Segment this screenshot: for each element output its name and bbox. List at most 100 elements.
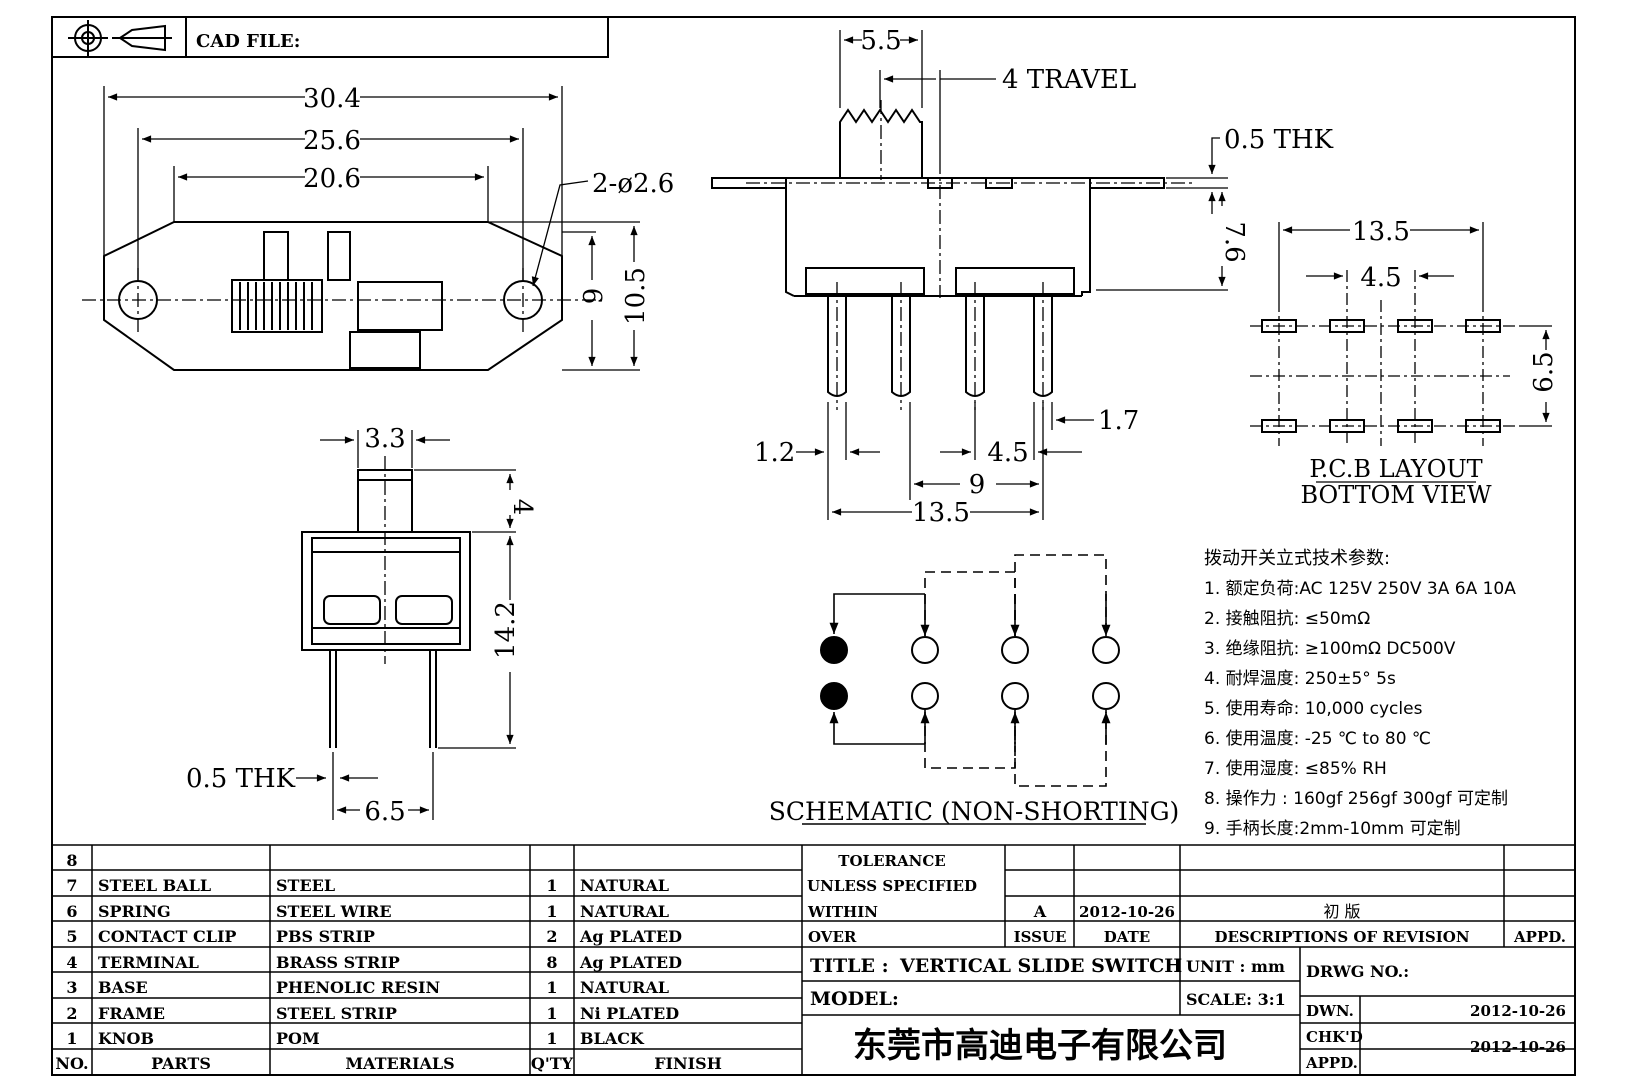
table-row-material: STEEL WIRE bbox=[276, 902, 392, 921]
table-header-no: NO. bbox=[55, 1054, 88, 1073]
date-label: DATE bbox=[1104, 928, 1150, 946]
title-block: TOLERANCE UNLESS SPECIFIED WITHIN OVER A… bbox=[807, 852, 1566, 1072]
sheet-border bbox=[51, 16, 1576, 1076]
table-row-no: 3 bbox=[66, 978, 77, 997]
dwn-label: DWN. bbox=[1306, 1002, 1354, 1020]
dim-14-2: 14.2 bbox=[491, 601, 521, 659]
table-row-finish: Ag PLATED bbox=[579, 953, 682, 972]
table-header-qty: Q'TY bbox=[531, 1054, 574, 1073]
table-row-material: PHENOLIC RESIN bbox=[276, 978, 440, 997]
dim-1-7: 1.7 bbox=[1098, 406, 1139, 436]
table-row-part: SPRING bbox=[98, 902, 171, 921]
dim-4-5-pcb: 4.5 bbox=[1360, 263, 1401, 293]
chkd-label: CHK'D bbox=[1306, 1028, 1363, 1046]
table-row-part: TERMINAL bbox=[98, 953, 199, 972]
table-row-no: 2 bbox=[66, 1004, 77, 1023]
spec-item: 6. 使用温度: -25 ℃ to 80 ℃ bbox=[1204, 728, 1431, 749]
tech-spec-list: 拨动开关立式技术参数: 1. 额定负荷:AC 125V 250V 3A 6A 1… bbox=[1204, 548, 1516, 839]
table-row-finish: NATURAL bbox=[580, 902, 669, 921]
dim-13-5-front: 13.5 bbox=[912, 498, 970, 528]
table-row-finish: NATURAL bbox=[580, 978, 669, 997]
table-row-material: POM bbox=[276, 1029, 320, 1048]
header-box bbox=[51, 16, 609, 58]
dwn-date: 2012-10-26 bbox=[1470, 1002, 1566, 1020]
table-row-material: PBS STRIP bbox=[276, 927, 375, 946]
schematic-title: SCHEMATIC (NON-SHORTING) bbox=[769, 797, 1180, 826]
table-header-parts: PARTS bbox=[151, 1054, 211, 1073]
table-row-qty: 8 bbox=[546, 953, 557, 972]
table-row-no: 4 bbox=[66, 953, 77, 972]
appd-sign-label: APPD. bbox=[1305, 1054, 1358, 1072]
table-row-qty: 1 bbox=[546, 902, 557, 921]
table-row-material: STEEL bbox=[276, 876, 335, 895]
table-row-qty: 2 bbox=[546, 927, 557, 946]
table-row-finish: Ni PLATED bbox=[580, 1004, 679, 1023]
within-label: WITHIN bbox=[807, 903, 878, 921]
table-header-finish: FINISH bbox=[654, 1054, 722, 1073]
dim-20-6: 20.6 bbox=[303, 164, 361, 194]
bottom-view-label: BOTTOM VIEW bbox=[1300, 481, 1491, 509]
top-view bbox=[103, 221, 563, 371]
table-row-qty: 1 bbox=[546, 1004, 557, 1023]
drawing-title: VERTICAL SLIDE SWITCH bbox=[899, 955, 1182, 977]
dim-1-2: 1.2 bbox=[754, 438, 795, 468]
unless-specified-label: UNLESS SPECIFIED bbox=[807, 877, 977, 895]
table-row-part: KNOB bbox=[98, 1029, 154, 1048]
dim-3-3: 3.3 bbox=[364, 424, 405, 454]
spec-item: 5. 使用寿命: 10,000 cycles bbox=[1204, 698, 1423, 719]
table-row-material: STEEL STRIP bbox=[276, 1004, 397, 1023]
table-row-part: BASE bbox=[98, 978, 148, 997]
title-block-grid bbox=[802, 844, 1575, 1075]
table-row-part: FRAME bbox=[98, 1004, 165, 1023]
date-value: 2012-10-26 bbox=[1079, 903, 1175, 921]
spec-item: 3. 绝缘阻抗: ≥100mΩ DC500V bbox=[1204, 639, 1456, 659]
table-row-no: 5 bbox=[66, 927, 77, 946]
projection-symbol-icon bbox=[68, 20, 172, 56]
table-row-qty: 1 bbox=[546, 1029, 557, 1048]
dim-5-5: 5.5 bbox=[860, 26, 901, 56]
table-row-material: BRASS STRIP bbox=[276, 953, 400, 972]
table-row-no: 1 bbox=[66, 1029, 77, 1048]
dim-13-5-pcb: 13.5 bbox=[1352, 217, 1410, 247]
appd-label: APPD. bbox=[1513, 928, 1566, 946]
dim-0-5-thk-front: 0.5 THK bbox=[1224, 125, 1334, 155]
dim-9-side: 9 bbox=[579, 288, 609, 305]
over-label: OVER bbox=[808, 928, 857, 946]
table-row-finish: BLACK bbox=[580, 1029, 645, 1048]
dim-7-6: 7.6 bbox=[1219, 221, 1249, 262]
spec-item: 4. 耐焊温度: 250±5° 5s bbox=[1204, 669, 1396, 689]
centerlines-top bbox=[82, 268, 602, 332]
unit-label: UNIT : mm bbox=[1186, 957, 1285, 976]
spec-title: 拨动开关立式技术参数: bbox=[1204, 548, 1390, 569]
dim-9-front: 9 bbox=[969, 470, 986, 500]
company-name: 东莞市高迪电子有限公司 bbox=[853, 1026, 1227, 1066]
side-view bbox=[301, 469, 471, 748]
dim-hole-dia: 2-ø2.6 bbox=[592, 169, 674, 199]
table-row-no: 8 bbox=[66, 851, 77, 870]
parts-table-grid bbox=[52, 844, 803, 1075]
spec-item: 9. 手柄长度:2mm-10mm 可定制 bbox=[1204, 819, 1461, 839]
issue-value: A bbox=[1033, 902, 1047, 921]
parts-table: 8 7 STEEL BALL STEEL 1 NATURAL 6 SPRING … bbox=[55, 851, 721, 1073]
table-row-no: 6 bbox=[66, 902, 77, 921]
cad-file-label: CAD FILE: bbox=[196, 31, 300, 52]
drwg-no-label: DRWG NO.: bbox=[1306, 962, 1409, 981]
spec-item: 2. 接触阻抗: ≤50mΩ bbox=[1204, 609, 1370, 629]
table-row-qty: 1 bbox=[546, 876, 557, 895]
table-row-part: CONTACT CLIP bbox=[98, 927, 236, 946]
chkd-date: 2012-10-26 bbox=[1470, 1038, 1566, 1056]
issue-label: ISSUE bbox=[1014, 928, 1067, 946]
tolerance-label: TOLERANCE bbox=[838, 852, 945, 870]
dim-4-5-front: 4.5 bbox=[987, 438, 1028, 468]
descriptions-label: DESCRIPTIONS OF REVISION bbox=[1214, 928, 1469, 946]
table-row-part: STEEL BALL bbox=[98, 876, 211, 895]
dim-25-6: 25.6 bbox=[303, 126, 361, 156]
table-row-no: 7 bbox=[66, 876, 77, 895]
dim-4: 4 bbox=[507, 499, 537, 516]
dim-6-5-pcb: 6.5 bbox=[1529, 351, 1559, 392]
schematic bbox=[820, 636, 1120, 710]
model-label: MODEL: bbox=[810, 988, 899, 1010]
revision-description: 初 版 bbox=[1323, 902, 1360, 921]
